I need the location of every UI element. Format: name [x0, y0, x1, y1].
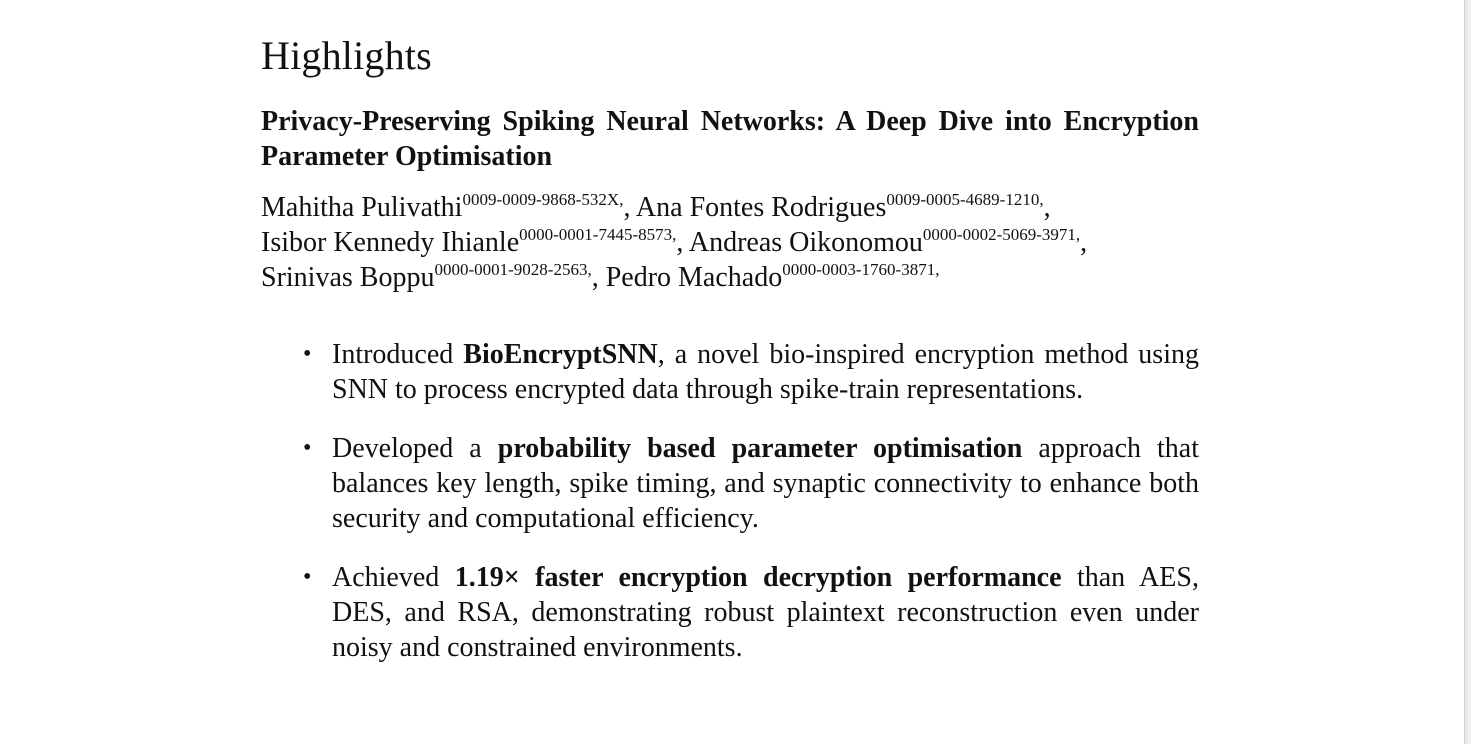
- highlight-emphasis: 1.19× faster encryption decryption perfo…: [454, 562, 1062, 593]
- author-list: Mahitha Pulivathi0009-0009-9868-532X,, A…: [261, 190, 1199, 295]
- bullet-icon: •: [303, 435, 312, 461]
- highlight-item: •Introduced BioEncryptSNN, a novel bio-i…: [303, 339, 1199, 405]
- author-name: Mahitha Pulivathi: [261, 192, 463, 223]
- highlight-item: •Developed a probability based parameter…: [303, 433, 1200, 534]
- highlights-list: •Introduced BioEncryptSNN, a novel bio-i…: [261, 337, 1199, 665]
- highlight-emphasis: BioEncryptSNN: [463, 339, 658, 370]
- author-name: Isibor Kennedy Ihianle: [261, 227, 520, 258]
- author-orcid: 0009-0005-4689-1210,: [886, 190, 1044, 209]
- page-edge: [1464, 0, 1471, 744]
- section-heading: Highlights: [261, 33, 432, 78]
- author-orcid: 0000-0001-7445-8573,: [519, 225, 677, 244]
- author: Andreas Oikonomou0000-0002-5069-3971,,: [688, 225, 1088, 258]
- author: Ana Fontes Rodrigues0009-0005-4689-1210,…: [635, 190, 1051, 223]
- bullet-icon: •: [303, 341, 312, 367]
- author-name: Ana Fontes Rodrigues: [635, 192, 887, 223]
- author: Pedro Machado0000-0003-1760-3871,: [605, 260, 940, 293]
- highlight-emphasis: probability based parameter optimisation: [497, 433, 1023, 464]
- author-orcid: 0009-0009-9868-532X,: [462, 190, 624, 209]
- author-orcid: 0000-0003-1760-3871,: [782, 260, 940, 279]
- author-name: Andreas Oikonomou: [688, 227, 923, 258]
- highlight-item: •Achieved 1.19× faster encryption decryp…: [303, 562, 1199, 663]
- author: Isibor Kennedy Ihianle0000-0001-7445-857…: [261, 225, 684, 258]
- author-name: Pedro Machado: [605, 262, 783, 293]
- author: Srinivas Boppu0000-0001-9028-2563,,: [261, 260, 599, 293]
- author-orcid: 0000-0001-9028-2563,: [434, 260, 592, 279]
- paper-title: Privacy-Preserving Spiking Neural Networ…: [261, 106, 1199, 172]
- bullet-icon: •: [303, 564, 312, 590]
- author-orcid: 0000-0002-5069-3971,: [922, 225, 1081, 244]
- author: Mahitha Pulivathi0009-0009-9868-532X,,: [261, 190, 631, 223]
- highlights-page: Highlights Privacy-Preserving Spiking Ne…: [261, 30, 1199, 689]
- author-name: Srinivas Boppu: [261, 262, 435, 293]
